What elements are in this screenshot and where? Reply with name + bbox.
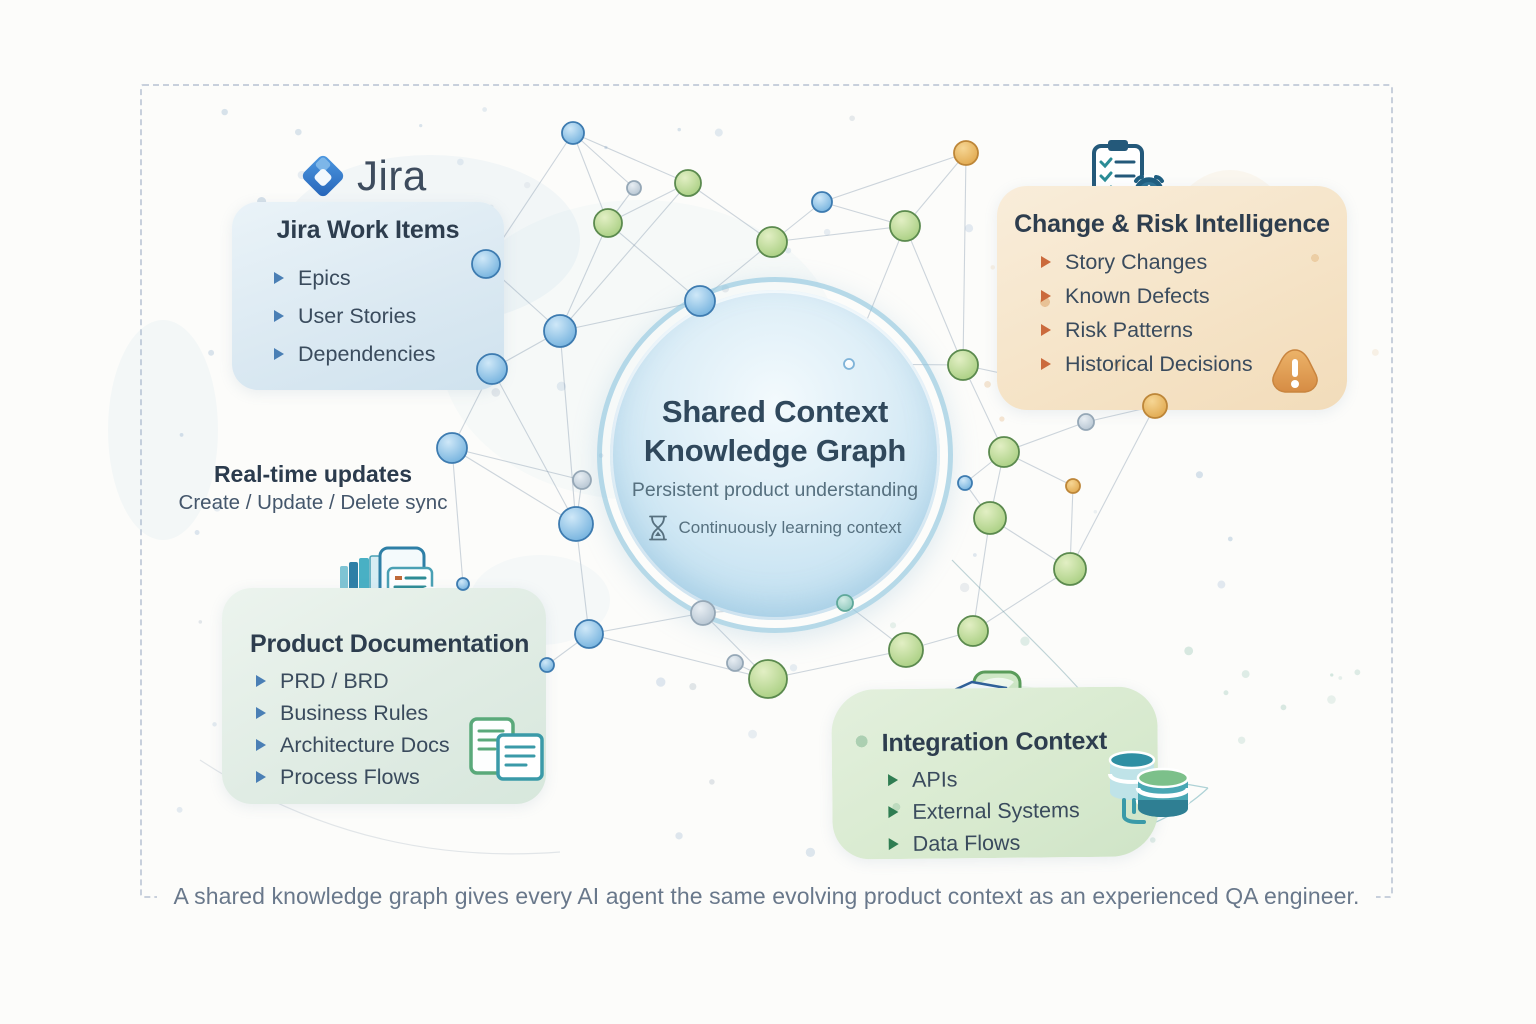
database-cylinders-icon — [1108, 750, 1191, 824]
jira-logo-text: Jira — [357, 152, 427, 199]
triangle-bullet-icon — [1041, 256, 1051, 268]
caption: A shared knowledge graph gives every AI … — [140, 883, 1393, 910]
list-item: Dependencies — [274, 335, 504, 373]
list-item: Business Rules — [256, 697, 546, 729]
triangle-bullet-icon — [888, 774, 899, 787]
jira-diamond-icon — [302, 155, 344, 197]
list-item: Epics — [274, 259, 504, 297]
list-item: Process Flows — [256, 761, 546, 793]
warning-exclamation-icon — [1272, 349, 1318, 393]
jira-logo: Jira — [298, 150, 427, 202]
center-title: Shared Context Knowledge Graph — [643, 394, 907, 468]
center-subtitle: Persistent product understanding — [631, 479, 919, 501]
triangle-bullet-icon — [274, 348, 284, 360]
risk-box-title: Change & Risk Intelligence — [1014, 210, 1330, 238]
triangle-bullet-icon — [256, 739, 266, 751]
change-risk-intelligence-box: Change & Risk Intelligence Story Changes… — [997, 186, 1347, 410]
realtime-title: Real-time updates — [213, 461, 413, 487]
triangle-bullet-icon — [256, 771, 266, 783]
caption-text: A shared knowledge graph gives every AI … — [157, 883, 1376, 910]
list-item: PRD / BRD — [256, 665, 546, 697]
list-item: Risk Patterns — [1041, 313, 1347, 347]
list-item: Story Changes — [1041, 245, 1347, 279]
list-item: Historical Decisions — [1041, 347, 1347, 381]
triangle-bullet-icon — [1041, 290, 1051, 302]
realtime-subtitle: Create / Update / Delete sync — [178, 491, 448, 514]
circle-watercolor-disc — [610, 290, 940, 620]
triangle-bullet-icon — [888, 838, 899, 851]
triangle-bullet-icon — [256, 707, 266, 719]
triangle-bullet-icon — [1041, 324, 1051, 336]
list-item: Known Defects — [1041, 279, 1347, 313]
document-pair-icon — [469, 717, 544, 781]
list-item: User Stories — [274, 297, 504, 335]
triangle-bullet-icon — [274, 272, 284, 284]
triangle-bullet-icon — [274, 310, 284, 322]
center-status-text: Continuously learning context — [678, 518, 902, 537]
triangle-bullet-icon — [888, 806, 899, 819]
triangle-bullet-icon — [1041, 358, 1051, 370]
jira-box-title: Jira Work Items — [276, 216, 460, 244]
hourglass-icon — [649, 515, 668, 541]
triangle-bullet-icon — [256, 675, 266, 687]
docs-box-title: Product Documentation — [250, 630, 530, 658]
list-item: Architecture Docs — [256, 729, 546, 761]
jira-work-items-box: Jira Work Items Epics User Stories Depen… — [232, 202, 504, 390]
shared-context-circle: Shared Context Knowledge Graph Persisten… — [597, 277, 953, 633]
realtime-updates-note: Real-time updates Create / Update / Dele… — [148, 461, 478, 515]
